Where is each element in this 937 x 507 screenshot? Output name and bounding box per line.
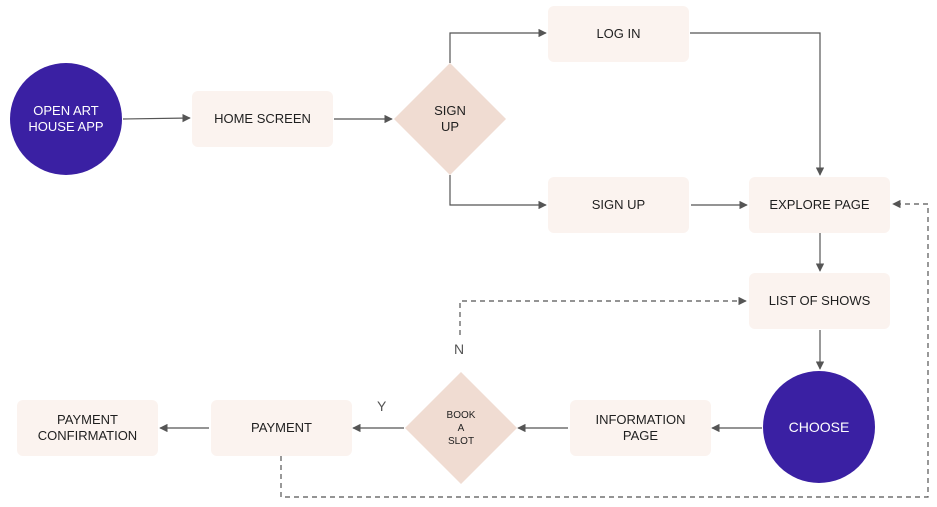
sign-up-decision: SIGN UP <box>394 63 506 175</box>
sign-up-decision-label: SIGN UP <box>434 103 466 134</box>
explore-page-node: EXPLORE PAGE <box>749 177 890 233</box>
decision-diamond-shape <box>394 63 506 175</box>
log-in-node: LOG IN <box>548 6 689 62</box>
arrow-decision-to-signup <box>449 175 547 210</box>
arrow-payment-to-explore-dashed <box>280 199 929 498</box>
book-a-slot-decision: BOOK A SLOT <box>405 372 517 484</box>
decision-diamond-shape <box>405 372 517 484</box>
book-a-slot-label: BOOK A SLOT <box>446 409 476 447</box>
arrow-open-to-home <box>122 113 191 123</box>
edge-label-yes: Y <box>377 398 387 414</box>
home-screen-node: HOME SCREEN <box>192 91 333 147</box>
sign-up-node: SIGN UP <box>548 177 689 233</box>
choose-node: CHOOSE <box>763 371 875 483</box>
payment-confirmation-node: PAYMENT CONFIRMATION <box>17 400 158 456</box>
arrow-login-to-explore <box>690 32 825 176</box>
start-node-open-app: OPEN ART HOUSE APP <box>10 63 122 175</box>
arrow-book-to-list-dashed <box>459 296 747 335</box>
payment-node: PAYMENT <box>211 400 352 456</box>
edge-label-no: N <box>454 341 465 357</box>
arrow-decision-to-login <box>449 28 547 63</box>
information-page-node: INFORMATION PAGE <box>570 400 711 456</box>
list-of-shows-node: LIST OF SHOWS <box>749 273 890 329</box>
